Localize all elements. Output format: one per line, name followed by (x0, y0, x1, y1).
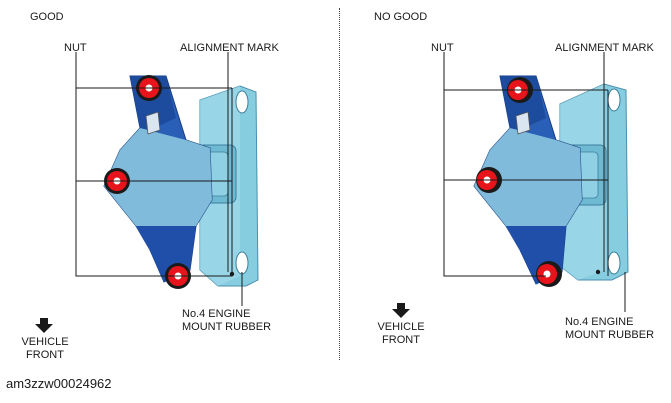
reference-code: am3zzw00024962 (6, 376, 112, 391)
good-nut-label: NUT (64, 42, 87, 54)
no-good-vehicle-label-line2: FRONT (382, 334, 420, 346)
no-good-rubber-bottom-slot (607, 251, 621, 275)
good-status-label: GOOD (30, 11, 64, 23)
no-good-status-label: NO GOOD (374, 11, 428, 23)
no-good-vehicle-front-arrow (392, 303, 410, 318)
no-good-bottom-nut (536, 261, 562, 287)
good-rubber-label-line2: MOUNT RUBBER (182, 321, 272, 333)
no-good-vehicle-label-line1: VEHICLE (377, 321, 425, 333)
good-leader-lines (75, 52, 243, 306)
good-rubber-top-slot (235, 90, 249, 114)
no-good-alignment-mark-label: ALIGNMENT MARK (555, 42, 654, 54)
good-alignment-mark-label: ALIGNMENT MARK (180, 42, 279, 54)
no-good-nut-label: NUT (431, 42, 454, 54)
good-vehicle-label-line2: FRONT (26, 349, 64, 361)
no-good-rubber-top-slot (607, 88, 621, 112)
good-rubber-label-line1: No.4 ENGINE (182, 308, 251, 320)
no-good-rubber-label-line1: No.4 ENGINE (565, 316, 634, 328)
panel-divider (339, 8, 340, 360)
no-good-leader-lines (443, 52, 626, 312)
good-vehicle-front-arrow (35, 318, 53, 333)
good-vehicle-label-line1: VEHICLE (21, 336, 69, 348)
no-good-rubber-label-line2: MOUNT RUBBER (565, 329, 655, 341)
